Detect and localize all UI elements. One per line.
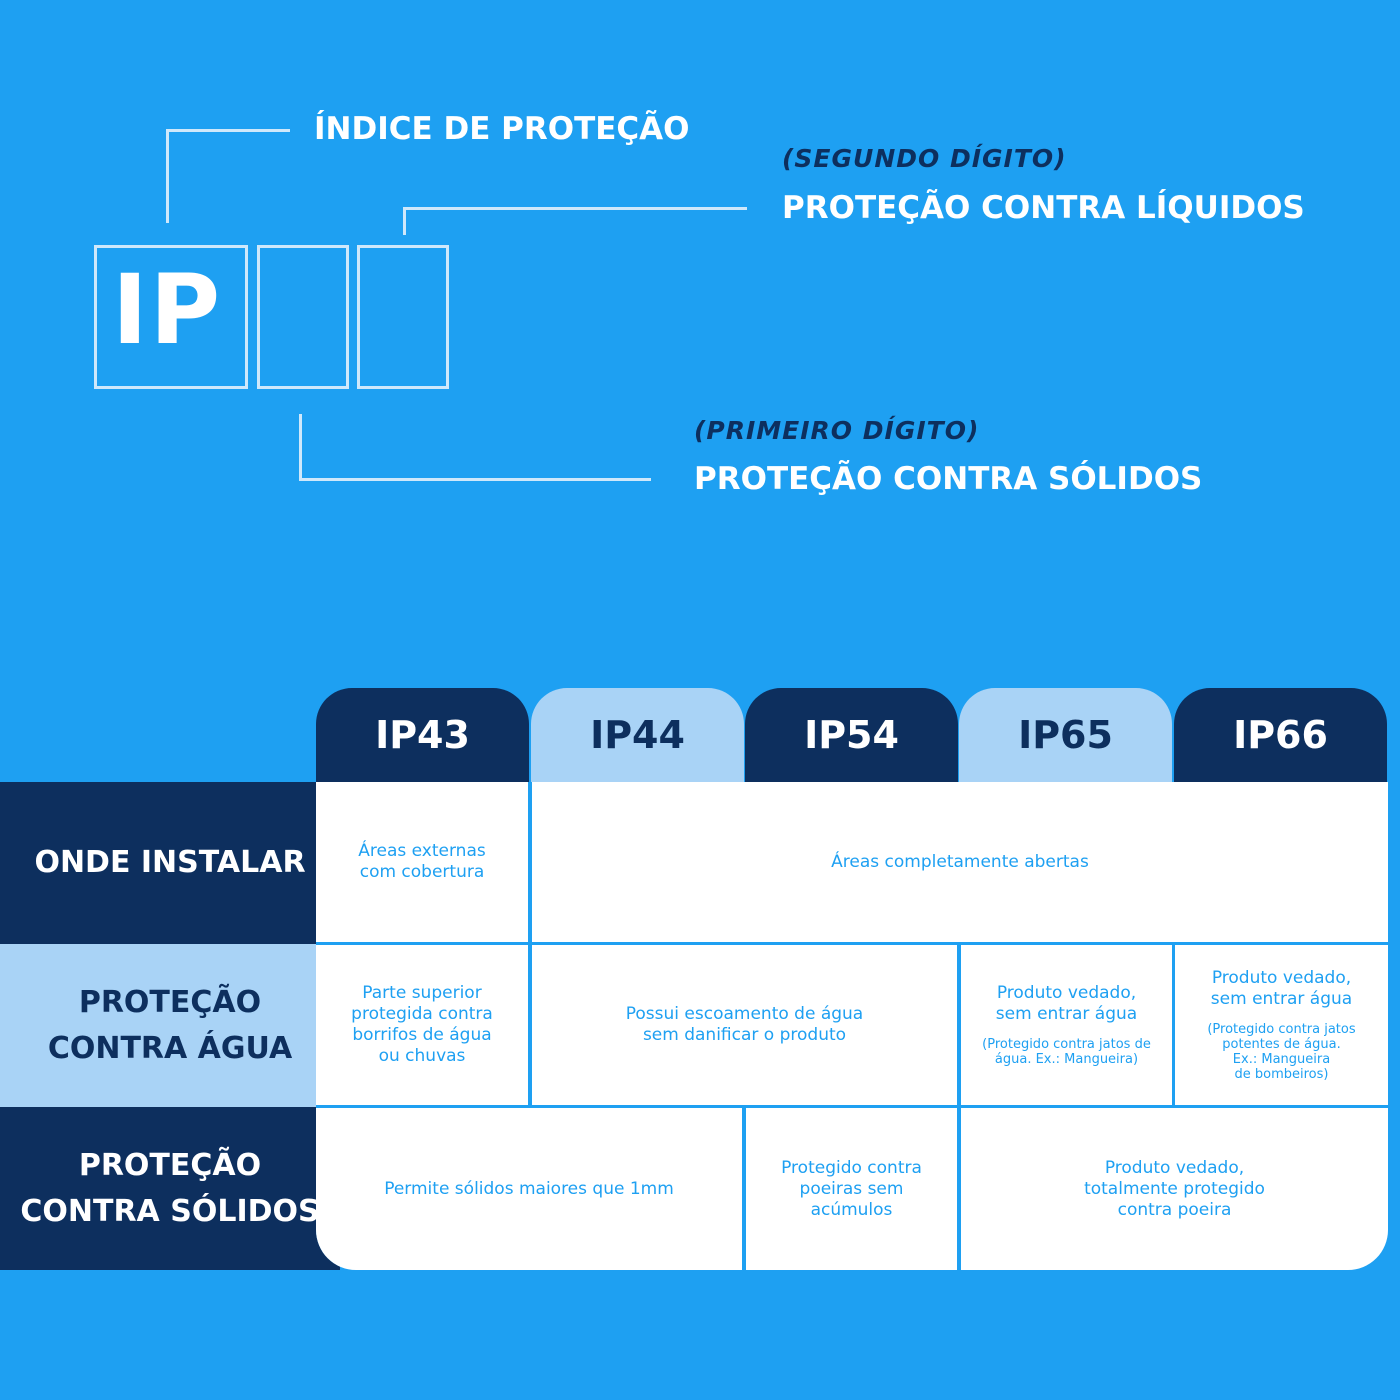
cell-install-ip43: Áreas externas com cobertura — [316, 782, 528, 942]
ip-letters: IP — [112, 254, 223, 366]
first-digit-connector-horizontal — [299, 478, 651, 481]
cell-text: Protegido contra poeiras sem acúmulos — [781, 1157, 922, 1220]
index-label: ÍNDICE DE PROTEÇÃO — [314, 111, 690, 147]
second-digit-connector-horizontal — [403, 207, 747, 210]
cell-text: Áreas completamente abertas — [831, 851, 1089, 872]
row-header-water: PROTEÇÃO CONTRA ÁGUA — [0, 944, 340, 1107]
second-digit-connector-vertical — [403, 207, 406, 235]
cell-text: Produto vedado, totalmente protegido con… — [1084, 1157, 1265, 1220]
second-digit-title: PROTEÇÃO CONTRA LÍQUIDOS — [782, 190, 1305, 226]
cell-water-ip43: Parte superior protegida contra borrifos… — [316, 945, 528, 1105]
cell-solids-ip54: Protegido contra poeiras sem acúmulos — [746, 1108, 957, 1270]
cell-text: Permite sólidos maiores que 1mm — [384, 1178, 674, 1199]
column-header-ip44: IP44 — [531, 688, 744, 782]
cell-text: Possui escoamento de água sem danificar … — [625, 1004, 864, 1045]
cell-install-open-areas: Áreas completamente abertas — [532, 782, 1388, 942]
cell-text: Produto vedado, sem entrar água — [995, 983, 1138, 1024]
column-header-ip65: IP65 — [959, 688, 1172, 782]
cell-text: Áreas externas com cobertura — [358, 841, 486, 882]
row-header-install: ONDE INSTALAR — [0, 782, 340, 944]
cell-water-ip44-ip54: Possui escoamento de água sem danificar … — [532, 945, 957, 1105]
second-digit-box — [357, 245, 449, 389]
second-digit-tag: (SEGUNDO DÍGITO) — [782, 144, 1067, 173]
cell-water-ip65: Produto vedado, sem entrar água (Protegi… — [961, 945, 1172, 1105]
first-digit-title: PROTEÇÃO CONTRA SÓLIDOS — [694, 461, 1203, 497]
row-header-solids: PROTEÇÃO CONTRA SÓLIDOS — [0, 1107, 340, 1270]
column-header-ip66: IP66 — [1174, 688, 1387, 782]
first-digit-tag: (PRIMEIRO DÍGITO) — [694, 416, 980, 445]
first-digit-box — [257, 245, 349, 389]
column-header-ip43: IP43 — [316, 688, 529, 782]
cell-note: (Protegido contra jatos potentes de água… — [1207, 1022, 1356, 1082]
column-header-ip54: IP54 — [745, 688, 958, 782]
cell-solids-ip43-ip44: Permite sólidos maiores que 1mm — [316, 1108, 742, 1270]
cell-text: Produto vedado, sem entrar água — [1210, 968, 1353, 1009]
cell-solids-ip65-ip66: Produto vedado, totalmente protegido con… — [961, 1108, 1388, 1270]
cell-note: (Protegido contra jatos de água. Ex.: Ma… — [982, 1037, 1151, 1067]
index-connector-vertical — [166, 129, 169, 223]
first-digit-connector-vertical — [299, 414, 302, 481]
cell-text: Parte superior protegida contra borrifos… — [351, 983, 493, 1066]
index-connector-horizontal — [166, 129, 290, 132]
cell-water-ip66: Produto vedado, sem entrar água (Protegi… — [1175, 945, 1388, 1105]
ip-letters-box — [94, 245, 248, 389]
table-body: Áreas externas com cobertura Áreas compl… — [316, 782, 1388, 1270]
